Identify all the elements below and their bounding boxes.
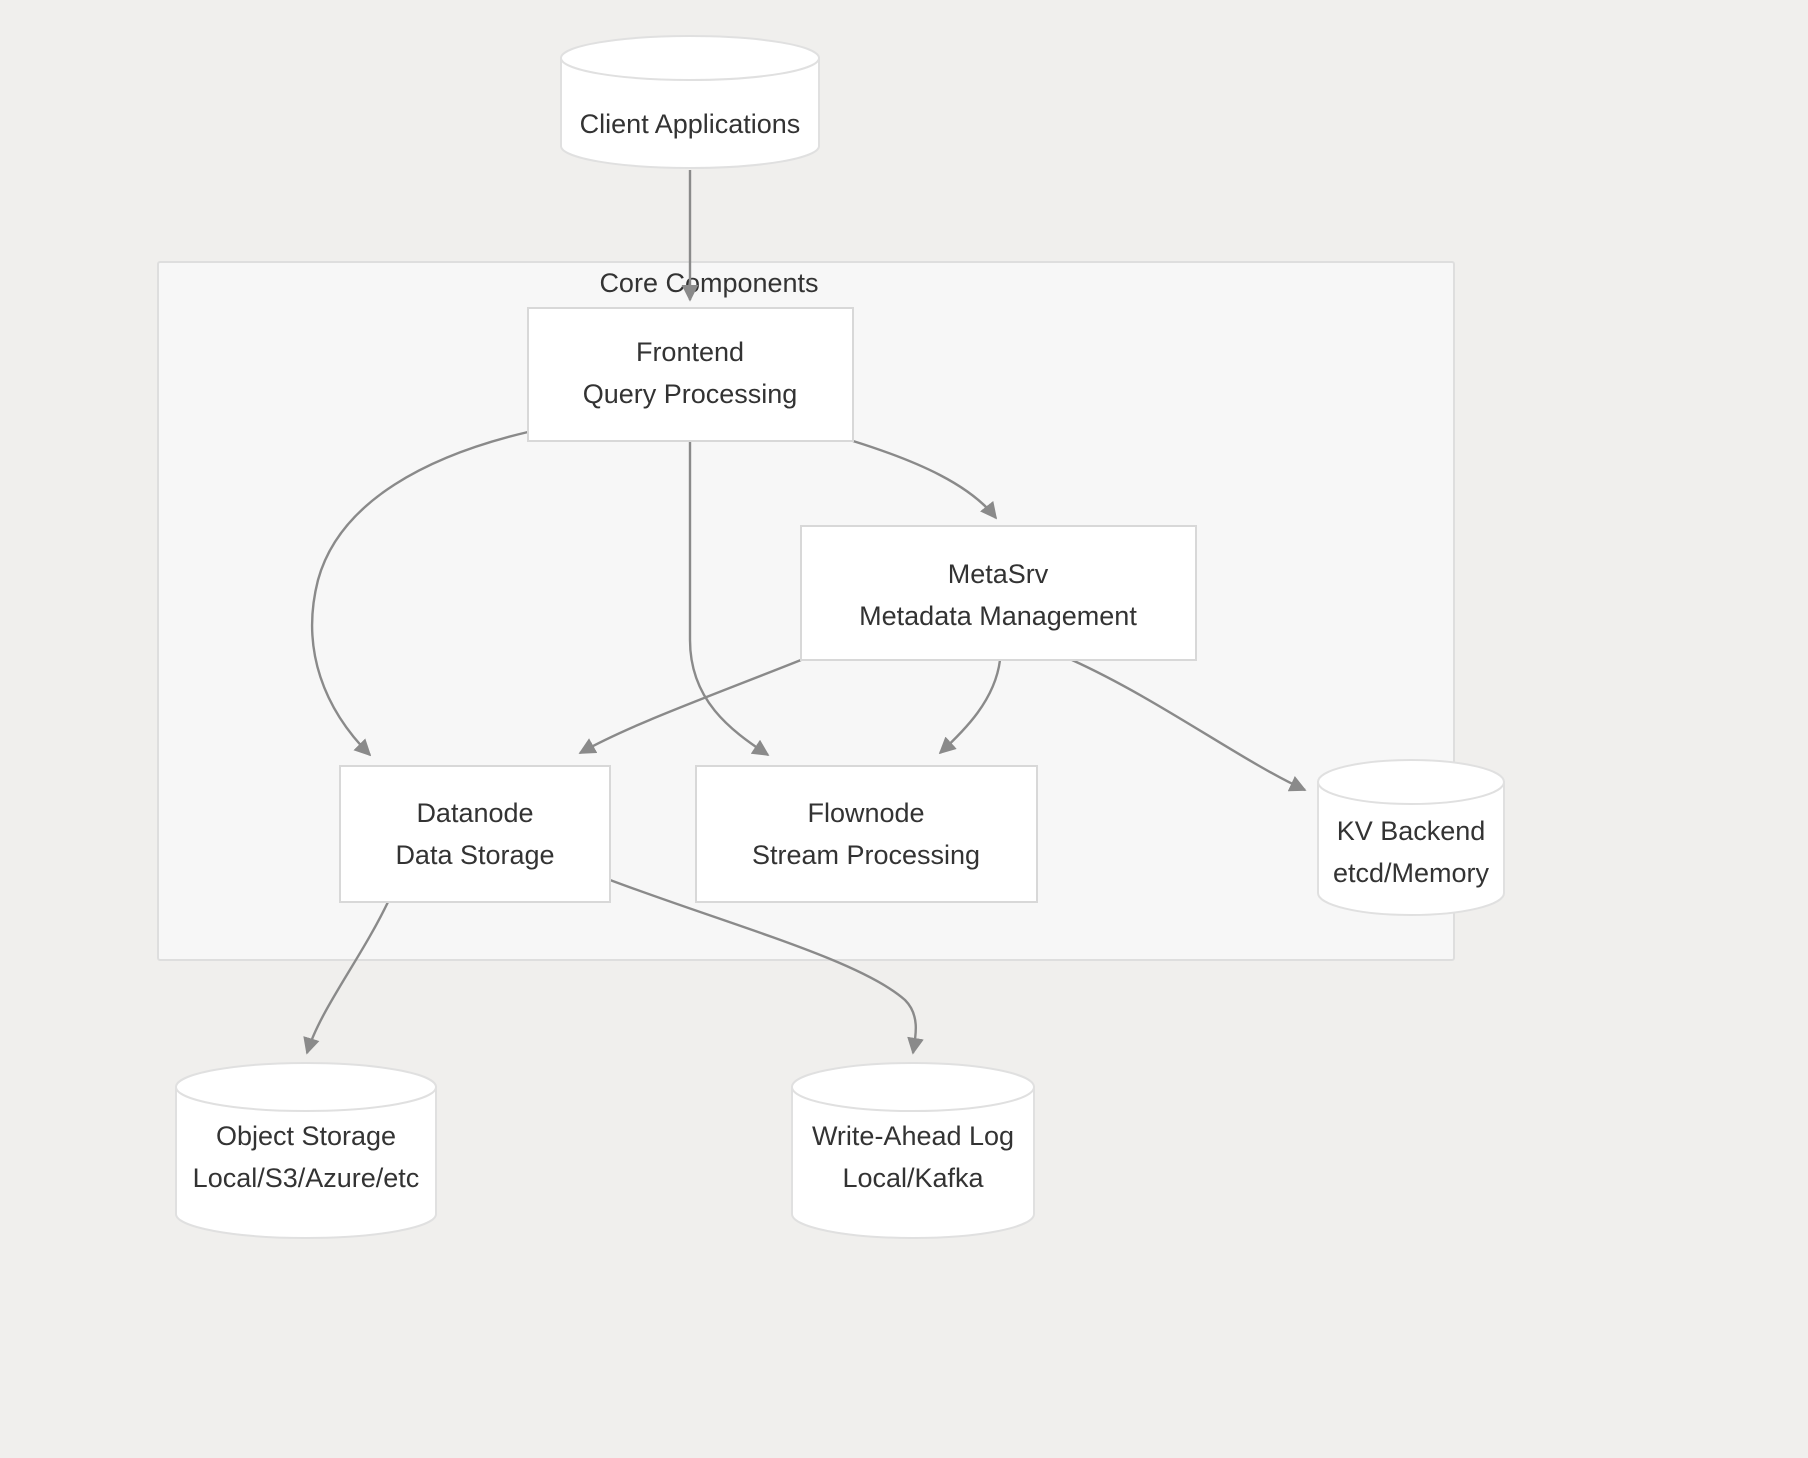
cluster-core-components-label: Core Components — [599, 268, 818, 298]
edge-frontend-to-flownode — [688, 441, 770, 757]
frontend-label-line-1: Frontend — [636, 337, 744, 367]
write-ahead-log-cylinder-body — [791, 1086, 1035, 1239]
node-write-ahead-log[interactable]: Write-Ahead Log Local/Kafka — [791, 1062, 1035, 1239]
edges-layer — [303, 170, 1307, 1055]
flownode-label-line-2: Stream Processing — [752, 840, 980, 870]
object-storage-cylinder-body — [175, 1086, 437, 1239]
node-client-applications[interactable]: Client Applications — [560, 35, 820, 169]
object-storage-cylinder-top — [175, 1062, 437, 1112]
flownode-label-line-1: Flownode — [807, 798, 924, 828]
write-ahead-log-label-line-1: Write-Ahead Log — [812, 1121, 1014, 1151]
kv-backend-label-line-1: KV Backend — [1337, 816, 1486, 846]
kv-backend-cylinder-body — [1317, 781, 1505, 916]
edge-metasrv-to-datanode — [578, 658, 802, 755]
node-metasrv[interactable]: MetaSrv Metadata Management — [800, 525, 1197, 661]
metasrv-label-line-2: Metadata Management — [859, 601, 1137, 631]
datanode-label-line-1: Datanode — [416, 798, 533, 828]
client-applications-cylinder-top — [560, 35, 820, 81]
node-object-storage[interactable]: Object Storage Local/S3/Azure/etc — [175, 1062, 437, 1239]
edge-frontend-to-datanode — [310, 430, 529, 757]
frontend-label-line-2: Query Processing — [583, 379, 798, 409]
client-applications-cylinder-body — [560, 57, 820, 169]
write-ahead-log-label-line-2: Local/Kafka — [842, 1163, 984, 1193]
write-ahead-log-cylinder-top — [791, 1062, 1035, 1112]
edge-metasrv-to-flownode — [938, 659, 1002, 755]
metasrv-box — [800, 525, 1197, 661]
metasrv-label-line-1: MetaSrv — [948, 559, 1049, 589]
node-frontend[interactable]: Frontend Query Processing — [527, 307, 854, 442]
object-storage-label-line-1: Object Storage — [216, 1121, 396, 1151]
datanode-box — [339, 765, 611, 903]
edge-datanode-to-object-storage — [303, 901, 390, 1055]
datanode-label-line-2: Data Storage — [395, 840, 554, 870]
node-kv-backend[interactable]: KV Backend etcd/Memory — [1317, 759, 1505, 916]
client-applications-label-line-1: Client Applications — [580, 109, 801, 139]
node-datanode[interactable]: Datanode Data Storage — [339, 765, 611, 903]
kv-backend-label-line-2: etcd/Memory — [1333, 858, 1490, 888]
edge-metasrv-to-kv-backend — [1071, 658, 1307, 792]
kv-backend-cylinder-top — [1317, 759, 1505, 805]
object-storage-label-line-2: Local/S3/Azure/etc — [193, 1163, 420, 1193]
edge-frontend-to-metasrv — [852, 439, 998, 520]
flownode-box — [695, 765, 1038, 903]
node-flownode[interactable]: Flownode Stream Processing — [695, 765, 1038, 903]
frontend-box — [527, 307, 854, 442]
edge-datanode-to-write-ahead-log — [609, 878, 924, 1055]
